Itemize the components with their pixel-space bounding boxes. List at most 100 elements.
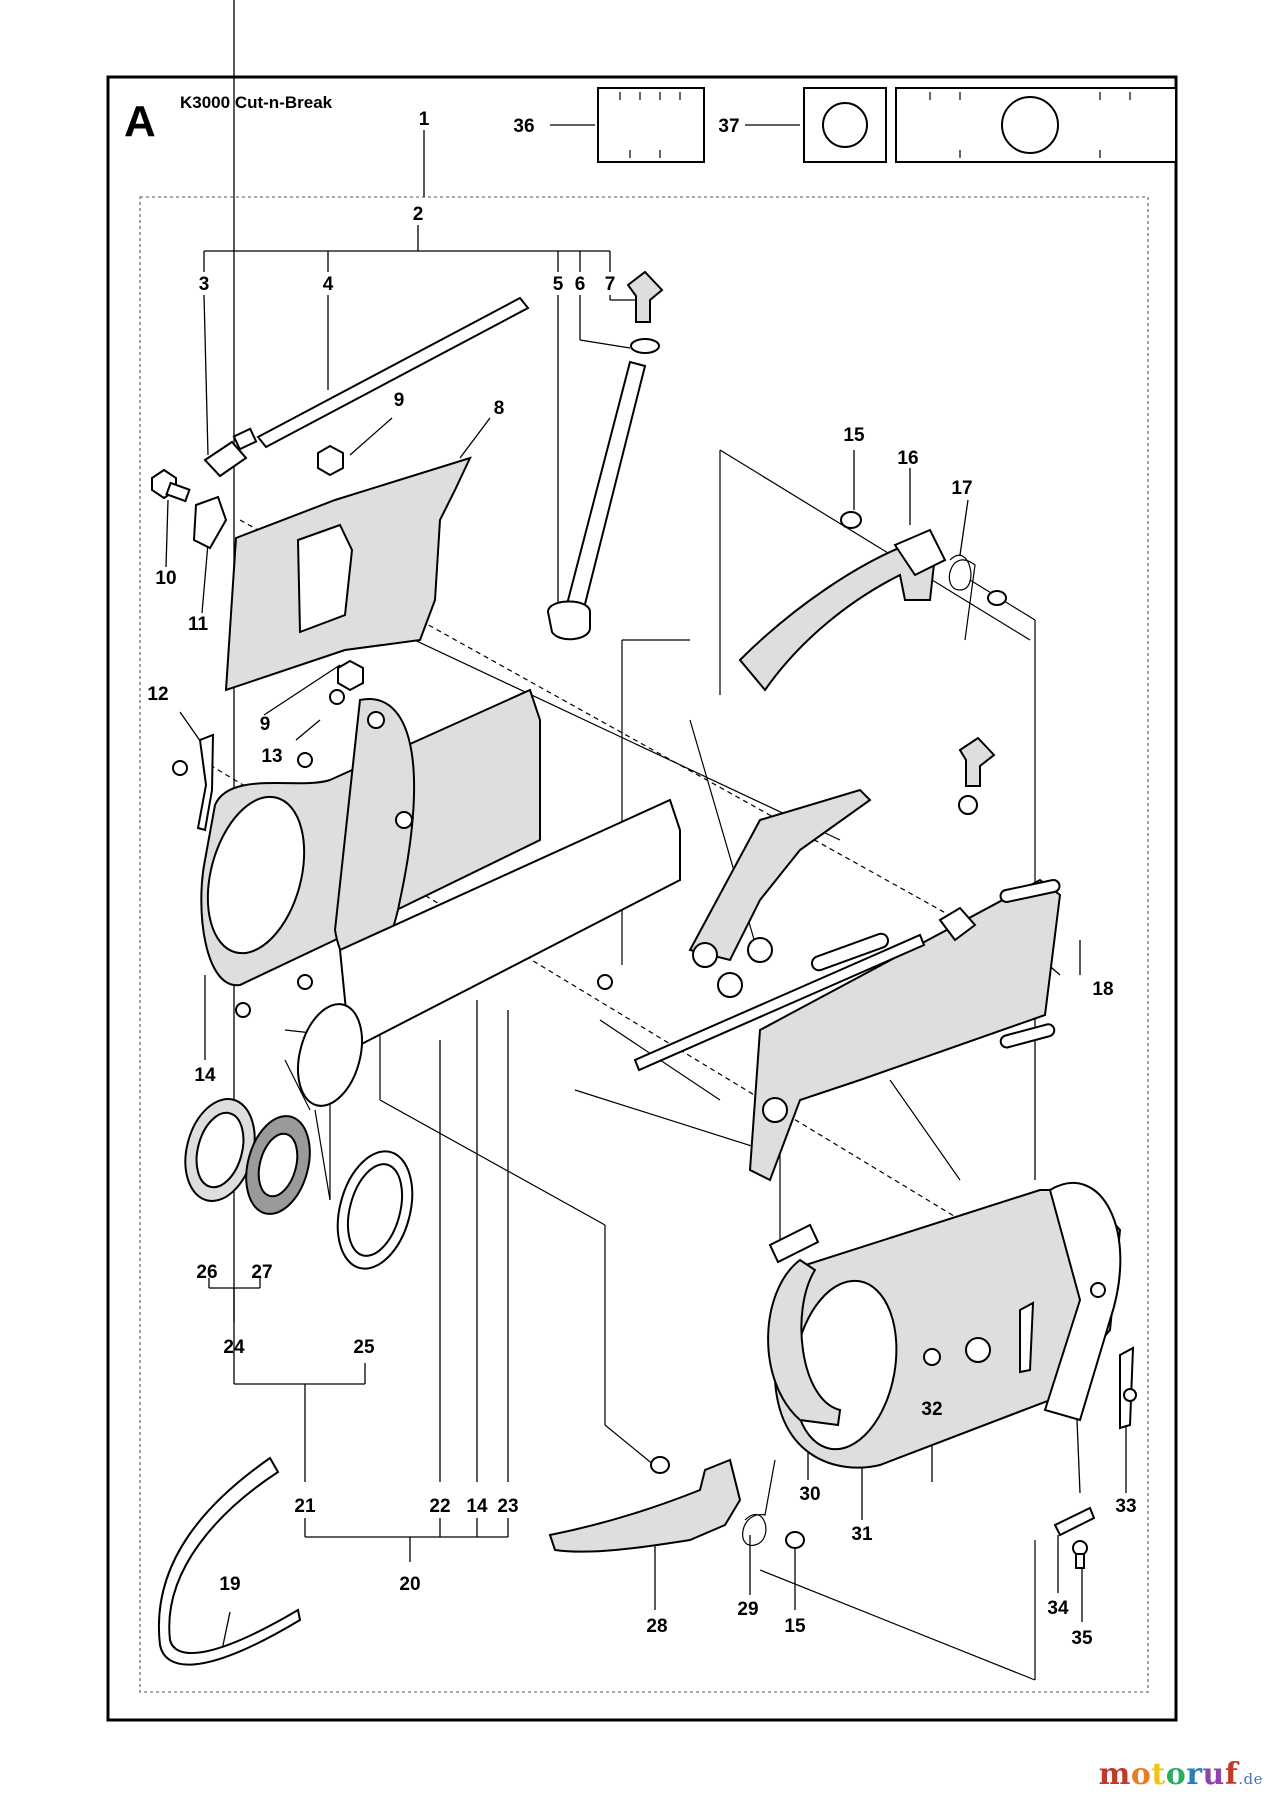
- assembly-boundary: [139, 196, 1149, 1693]
- label-28: 28: [646, 1616, 667, 1637]
- screw-33: [1123, 1388, 1137, 1402]
- rod-4: [256, 296, 530, 449]
- label-35: 35: [1071, 1628, 1093, 1649]
- watermark-letter: t: [1151, 1757, 1166, 1792]
- spring-29: [742, 1459, 776, 1546]
- watermark-letter: o: [1130, 1757, 1152, 1792]
- label-9-top: 9: [394, 390, 405, 411]
- label-7: 7: [605, 274, 616, 295]
- plate-11: [192, 495, 228, 550]
- bolt-disc-a: [367, 711, 385, 729]
- watermark: motoruf.de: [1099, 1757, 1263, 1792]
- shield-30: [767, 1258, 842, 1427]
- screw-13-a: [329, 689, 345, 705]
- label-10: 10: [155, 568, 176, 589]
- plate-18: [748, 878, 1062, 1182]
- screw-12: [172, 760, 188, 776]
- guard-8-window: [296, 523, 354, 634]
- label-8: 8: [494, 398, 505, 419]
- label-22: 22: [429, 1496, 450, 1517]
- watermark-letter: u: [1202, 1757, 1225, 1792]
- ring-6: [630, 338, 660, 354]
- watermark-domain: .de: [1238, 1770, 1263, 1788]
- label-17: 17: [951, 478, 972, 499]
- label-4: 4: [323, 274, 334, 295]
- label-32: 32: [921, 1399, 942, 1420]
- label-21: 21: [294, 1496, 316, 1517]
- label-14-left: 14: [194, 1065, 216, 1086]
- label-26: 26: [196, 1262, 217, 1283]
- label-27: 27: [251, 1262, 272, 1283]
- fitting-5: [546, 600, 591, 641]
- label-11: 11: [188, 614, 209, 635]
- ring-28: [650, 1456, 670, 1474]
- model-title: K3000 Cut-n-Break: [180, 93, 333, 112]
- label-19: 19: [219, 1574, 240, 1595]
- label-9-bottom: 9: [260, 714, 271, 735]
- screw-10: [151, 468, 191, 503]
- decal-36: [597, 87, 705, 163]
- screw-35: [1072, 1540, 1088, 1556]
- bolt-disc-b: [395, 811, 413, 829]
- label-29: 29: [737, 1599, 758, 1620]
- ring-15-bottom: [785, 1531, 805, 1549]
- label-25: 25: [353, 1337, 375, 1358]
- washer-17: [987, 590, 1007, 606]
- screw-13-c: [297, 974, 313, 990]
- bracket-34: [1053, 1506, 1096, 1537]
- cover-31-bolt: [1090, 1282, 1106, 1298]
- screw-13-b: [297, 752, 313, 768]
- clip-33: [1119, 1346, 1135, 1430]
- screw-13-d: [235, 1002, 251, 1018]
- screw-13-e: [597, 974, 613, 990]
- outer-frame: [106, 75, 1178, 1722]
- plate-18-slot-b: [999, 1023, 1056, 1049]
- part-labels: 1 2 3 4 5 6 7 8 9 10 11 9 12 13 14 15 16…: [147, 109, 1136, 1649]
- cover-31-knob: [965, 1337, 991, 1363]
- nut-9-bottom: [337, 659, 364, 692]
- cover-14-hole: [206, 795, 306, 955]
- screw-35-shank: [1075, 1553, 1085, 1569]
- label-31: 31: [851, 1524, 873, 1545]
- label-2: 2: [413, 204, 424, 225]
- watermark-letter: f: [1224, 1757, 1239, 1792]
- label-18: 18: [1092, 979, 1113, 1000]
- ring-15-top: [840, 511, 862, 529]
- watermark-letter: o: [1165, 1757, 1187, 1792]
- valve-upper-right: [938, 906, 977, 942]
- label-20: 20: [399, 1574, 420, 1595]
- label-15-top: 15: [843, 425, 865, 446]
- label-36: 36: [513, 116, 534, 137]
- bracket-18: [688, 788, 872, 962]
- handle-28: [548, 1458, 742, 1553]
- label-15-bottom: 15: [784, 1616, 806, 1637]
- ring-26-inner: [195, 1111, 245, 1189]
- decal-37: [803, 87, 1177, 163]
- label-30: 30: [799, 1484, 820, 1505]
- bracket-roller-b: [717, 972, 743, 998]
- label-34: 34: [1047, 1598, 1069, 1619]
- label-16: 16: [897, 448, 918, 469]
- plate-18-bolt: [762, 1097, 788, 1123]
- label-3: 3: [199, 274, 210, 295]
- belt-19: [157, 1456, 302, 1666]
- connector-3: [203, 427, 258, 478]
- plate-18-slot-a: [999, 879, 1061, 903]
- spring-17: [948, 554, 976, 641]
- label-14-bottom: 14: [466, 1496, 488, 1517]
- section-letter: A: [124, 97, 156, 146]
- tube-5: [563, 360, 647, 618]
- screw-32: [923, 1348, 941, 1366]
- label-33: 33: [1115, 1496, 1136, 1517]
- elbow-7: [626, 270, 664, 323]
- seal-27-inner: [257, 1132, 299, 1198]
- pin-18: [633, 933, 926, 1072]
- nut-9-top: [317, 444, 344, 477]
- label-5: 5: [553, 274, 564, 295]
- handle-16-hub: [893, 528, 947, 577]
- clip-12: [196, 733, 215, 832]
- label-13: 13: [261, 746, 282, 767]
- label-37: 37: [718, 116, 739, 137]
- ring-front: [297, 1003, 363, 1107]
